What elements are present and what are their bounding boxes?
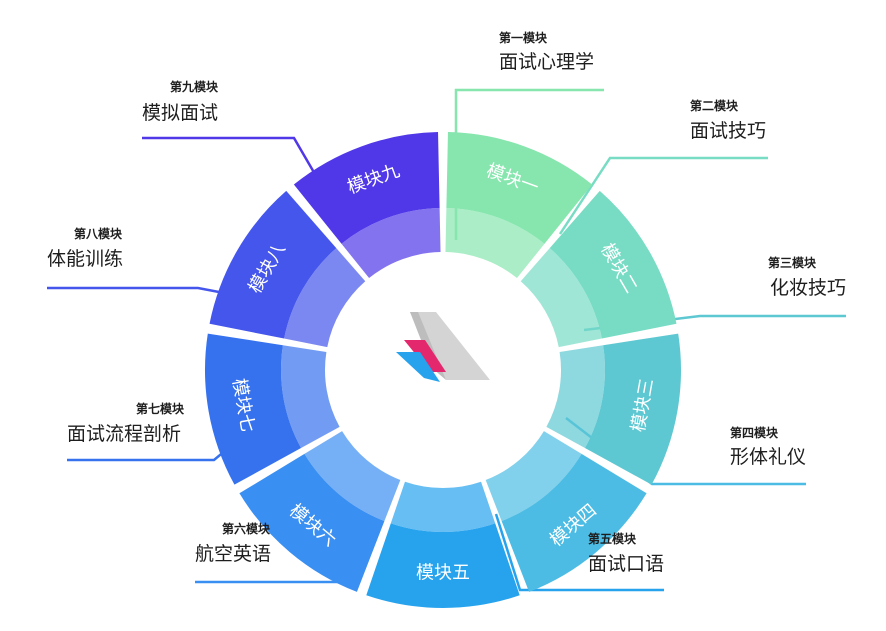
caption-big-7: 面试流程剖析 [67,423,181,445]
segment-outer-band [549,190,677,339]
segment-outer-band [204,333,302,485]
caption-small-5: 第五模块 [588,531,637,546]
segment-outer-band [293,132,440,244]
leader-line-5 [494,513,664,592]
caption-small-1: 第一模块 [499,30,548,45]
caption-small-4: 第四模块 [730,425,779,440]
leader-line-2 [558,156,768,235]
segment-inner-band [546,345,605,449]
segment-outer-band [366,523,520,608]
caption-small-9: 第九模块 [170,79,219,94]
segment-inner-band [445,208,545,279]
caption-small-3: 第三模块 [768,255,817,270]
segment-outer-band [501,453,647,592]
segment-inner-band [281,345,340,449]
caption-small-2: 第二模块 [690,98,739,113]
segment-inner-band [341,208,441,279]
caption-small-8: 第八模块 [74,226,123,241]
ring-segment-5 [366,481,520,608]
caption-big-6: 航空英语 [195,543,271,565]
module-ring [204,132,682,608]
segment-inner-band [284,248,366,348]
ring-segment-6 [239,431,401,592]
caption-big-9: 模拟面试 [142,102,218,124]
segment-outer-band [239,453,385,592]
segment-label-5: 模块五 [416,563,470,584]
segment-inner-band [485,431,582,522]
ring-segment-4 [485,431,647,592]
segment-outer-band [446,132,593,244]
leader-line-8 [47,286,241,298]
segment-inner-band [520,248,602,348]
caption-big-4: 形体礼仪 [730,446,806,468]
caption-small-7: 第七模块 [136,401,185,416]
segment-outer-band [209,190,337,339]
segment-inner-band [304,431,401,522]
caption-big-3: 化妆技巧 [770,277,846,299]
ring-segment-8 [209,190,366,348]
segment-inner-band [390,481,496,533]
caption-big-1: 面试心理学 [499,51,594,73]
airline-tail-logo-icon [396,312,490,382]
segment-outer-band [584,333,682,485]
caption-small-6: 第六模块 [222,521,271,536]
caption-big-5: 面试口语 [588,553,664,575]
caption-big-2: 面试技巧 [690,120,766,142]
caption-big-8: 体能训练 [47,248,123,270]
ring-segment-1 [445,132,593,279]
ring-segment-9 [293,132,441,279]
module-captions: 第一模块面试心理学第二模块面试技巧第三模块化妆技巧第四模块形体礼仪第五模块面试口… [47,30,846,575]
ring-segment-3 [546,333,682,485]
ring-segment-7 [204,333,340,485]
ring-segment-2 [520,190,677,348]
